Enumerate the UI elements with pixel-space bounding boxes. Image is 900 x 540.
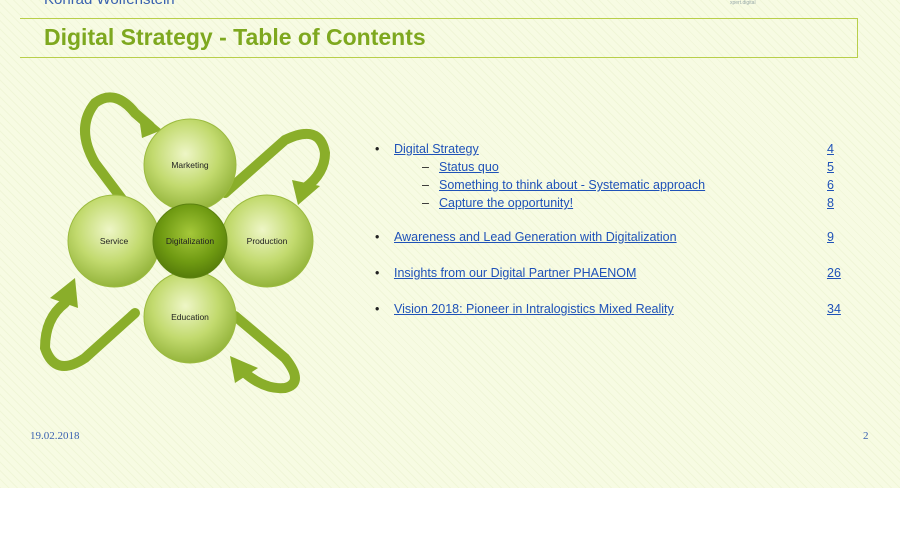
toc-link[interactable]: Vision 2018: Pioneer in Intralogistics M… bbox=[394, 302, 674, 316]
label-digitalization: Digitalization bbox=[166, 236, 214, 246]
toc-link[interactable]: Insights from our Digital Partner PHAENO… bbox=[394, 266, 637, 280]
arrow-bottom-left bbox=[39, 298, 140, 371]
toc-item[interactable]: –Capture the opportunity! 8 bbox=[375, 196, 845, 214]
arrow-top-right bbox=[220, 128, 330, 198]
circle-marketing: Marketing bbox=[143, 118, 237, 212]
toc-link[interactable]: Awareness and Lead Generation with Digit… bbox=[394, 230, 677, 244]
bullet: • bbox=[375, 266, 380, 280]
toc-page-number[interactable]: 9 bbox=[827, 230, 834, 244]
toc-page-number[interactable]: 34 bbox=[827, 302, 841, 316]
arrow-top-left bbox=[80, 92, 155, 208]
toc-page-number[interactable]: 4 bbox=[827, 142, 834, 156]
title-bar bbox=[20, 18, 858, 58]
bullet: • bbox=[375, 302, 380, 316]
page-title: Digital Strategy - Table of Contents bbox=[44, 24, 426, 50]
label-service: Service bbox=[100, 236, 129, 246]
circle-digitalization: Digitalization bbox=[152, 203, 228, 279]
toc-link[interactable]: Status quo bbox=[439, 160, 499, 174]
arrowhead-top-left bbox=[138, 110, 162, 138]
toc-item[interactable]: –Something to think about - Systematic a… bbox=[375, 178, 845, 196]
label-production: Production bbox=[247, 236, 288, 246]
toc-page-number[interactable]: 6 bbox=[827, 178, 834, 192]
digitalization-diagram: Marketing Service Production Education D… bbox=[39, 92, 330, 394]
logo: xpert.digital bbox=[730, 0, 756, 6]
dash: – bbox=[422, 160, 429, 174]
circle-production: Production bbox=[220, 194, 314, 288]
arrowhead-top-right bbox=[292, 180, 320, 205]
circle-service: Service bbox=[67, 194, 161, 288]
arrowhead-bottom-left bbox=[50, 278, 78, 308]
author-name: Konrad Wolfenstein bbox=[44, 0, 175, 8]
toc-item[interactable]: • Insights from our Digital Partner PHAEN… bbox=[375, 266, 845, 284]
toc-item[interactable]: • Awareness and Lead Generation with Digi… bbox=[375, 230, 845, 248]
toc-item[interactable]: –Status quo 5 bbox=[375, 160, 845, 178]
footer-date: 19.02.2018 bbox=[30, 430, 80, 442]
toc-link[interactable]: Something to think about - Systematic ap… bbox=[439, 178, 706, 192]
bullet: • bbox=[375, 230, 380, 244]
arrow-bottom-right bbox=[230, 311, 300, 394]
bullet: • bbox=[375, 142, 380, 156]
dash: – bbox=[422, 178, 429, 192]
toc-item[interactable]: • Digital Strategy 4 bbox=[375, 142, 845, 160]
label-education: Education bbox=[171, 312, 209, 322]
toc-page-number[interactable]: 26 bbox=[827, 266, 841, 280]
slide: Konrad Wolfenstein xpert.digital Digital… bbox=[0, 0, 900, 488]
toc-page-number[interactable]: 8 bbox=[827, 196, 834, 210]
toc-link[interactable]: Digital Strategy bbox=[394, 142, 479, 156]
dash: – bbox=[422, 196, 429, 210]
circle-education: Education bbox=[143, 270, 237, 364]
footer-page-number: 2 bbox=[863, 430, 869, 442]
arrowhead-bottom-right bbox=[230, 356, 258, 383]
label-marketing: Marketing bbox=[171, 160, 209, 170]
toc-link[interactable]: Capture the opportunity! bbox=[439, 196, 574, 210]
toc-item[interactable]: • Vision 2018: Pioneer in Intralogistics … bbox=[375, 302, 845, 320]
toc-page-number[interactable]: 5 bbox=[827, 160, 834, 174]
